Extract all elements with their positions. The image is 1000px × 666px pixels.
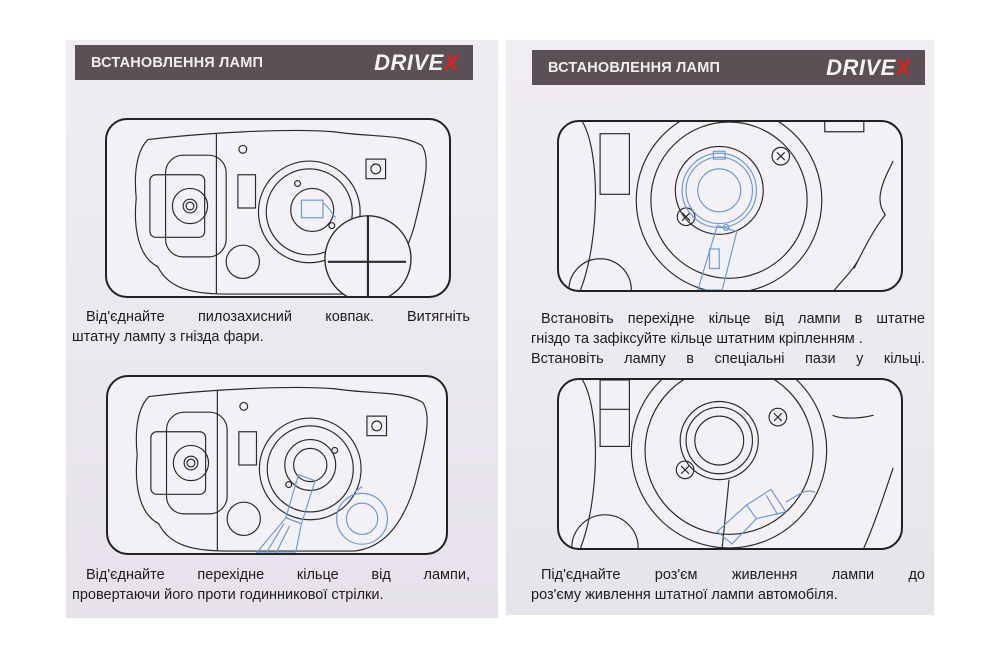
page-header-left: ВСТАНОВЛЕННЯ ЛАМП DRIVEX xyxy=(75,45,473,80)
logo-main-text: DRIVE xyxy=(374,49,444,75)
caption-line: Встановіть лампу в спеціальні пази у кіл… xyxy=(531,351,925,367)
drivex-logo: DRIVEX xyxy=(826,55,911,81)
caption-line: Від'єднайте перехідне кільце від лампи, xyxy=(86,567,470,583)
caption-line: штатну лампу з гнізда фари. xyxy=(72,329,264,345)
headlight-connector-icon xyxy=(571,380,894,548)
headlight-closeup-icon xyxy=(568,122,894,290)
page-header-right: ВСТАНОВЛЕННЯ ЛАМП DRIVEX xyxy=(532,50,925,85)
caption-line: Під'єднайте роз'єм живлення лампи до xyxy=(541,567,925,583)
caption-line: Від'єднайте пилозахисний ковпак. Витягні… xyxy=(86,309,470,325)
illustration-install-adapter-ring xyxy=(557,120,903,292)
illustration-detach-adapter-ring xyxy=(106,375,448,555)
illustration-connect-power-connector xyxy=(557,378,903,550)
logo-accent-x: X xyxy=(443,49,459,75)
illustration-remove-dust-cap xyxy=(105,118,451,298)
header-title: ВСТАНОВЛЕННЯ ЛАМП xyxy=(91,54,264,71)
caption-line: роз'єму живлення штатної лампи автомобіл… xyxy=(531,587,838,603)
headlight-diagram-icon xyxy=(134,129,427,296)
header-title: ВСТАНОВЛЕННЯ ЛАМП xyxy=(548,59,721,76)
caption-line: гніздо та зафіксуйте кільце штатним кріп… xyxy=(531,331,863,347)
headlight-diagram-icon xyxy=(135,386,428,553)
logo-accent-x: X xyxy=(895,54,911,80)
step-caption: Встановіть перехідне кільце від лампи в … xyxy=(531,309,925,369)
step-caption: Від'єднайте пилозахисний ковпак. Витягні… xyxy=(72,307,470,347)
step-caption: Під'єднайте роз'єм живлення лампи до роз… xyxy=(531,565,925,605)
logo-main-text: DRIVE xyxy=(826,54,896,80)
step-caption: Від'єднайте перехідне кільце від лампи, … xyxy=(72,565,470,605)
caption-line: провертаючи його проти годинникової стрі… xyxy=(72,587,384,603)
caption-line: Встановіть перехідне кільце від лампи в … xyxy=(541,311,925,327)
drivex-logo: DRIVEX xyxy=(374,50,459,76)
